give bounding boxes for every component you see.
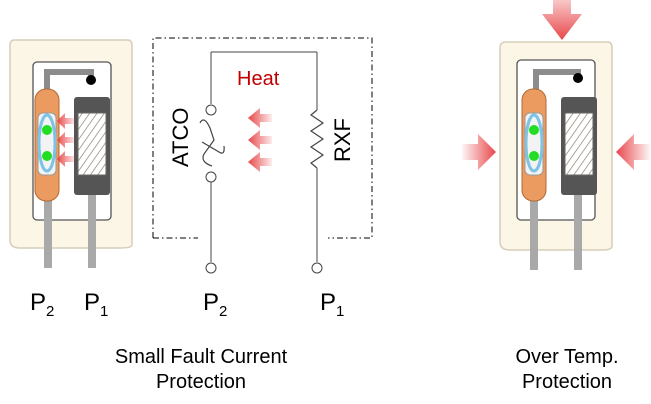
heat-arrow-icon xyxy=(248,130,272,150)
right-fuse-ring xyxy=(524,113,544,173)
left-contact-dot-top xyxy=(42,125,52,135)
heat-label: Heat xyxy=(237,68,280,90)
caption-small-fault-line2: Protection xyxy=(156,371,246,393)
atco-contact-top xyxy=(205,104,217,116)
left-heat-arrows xyxy=(57,113,75,167)
left-contact-dot-bottom xyxy=(42,151,52,161)
schematic: Heat ATCO RXF P2 P1 Small Fault Current … xyxy=(115,37,373,393)
terminal-p1 xyxy=(311,262,323,274)
right-contact-dot-bottom xyxy=(529,151,539,161)
caption-over-temp-line2: Protection xyxy=(522,371,612,393)
solder-dot-icon xyxy=(573,73,583,83)
heat-arrow-icon xyxy=(248,108,272,128)
left-pin-p1: P1 xyxy=(84,289,108,320)
heat-arrow-icon xyxy=(57,132,75,148)
right-lead-p1 xyxy=(574,190,582,270)
caption-over-temp-line1: Over Temp. xyxy=(516,346,619,368)
left-lead-p1 xyxy=(88,190,96,268)
left-lead-p2 xyxy=(44,200,52,268)
schematic-heat-arrows xyxy=(248,108,272,172)
terminal-p2 xyxy=(205,262,217,274)
left-device xyxy=(9,39,133,268)
schematic-pin-p2: P2 xyxy=(203,289,227,320)
solder-dot-icon xyxy=(86,75,96,85)
heat-arrow-icon xyxy=(57,151,75,167)
heat-arrow-icon xyxy=(248,152,272,172)
left-pin-labels: P2 P1 xyxy=(30,289,108,320)
left-fuse-ring xyxy=(37,113,57,173)
press-arrow-icon xyxy=(616,134,650,170)
atco-label: ATCO xyxy=(168,108,193,167)
atco-bimetal xyxy=(201,141,225,154)
left-pin-p2: P2 xyxy=(30,289,54,320)
heat-arrow-icon xyxy=(57,113,75,129)
atco-contact-bottom xyxy=(205,171,217,183)
rxf-resistor-symbol xyxy=(309,109,325,169)
left-resistor-coil xyxy=(77,112,107,176)
right-device: Over Temp. Protection xyxy=(462,0,650,393)
schematic-dashed-boundary xyxy=(152,37,373,239)
rxf-label: RXF xyxy=(330,118,355,162)
caption-small-fault-line1: Small Fault Current xyxy=(115,346,288,368)
right-lead-p2 xyxy=(530,200,538,270)
right-contact-dot-top xyxy=(529,125,539,135)
right-resistor-coil xyxy=(564,112,594,176)
press-arrow-icon xyxy=(462,134,496,170)
schematic-pin-p1: P1 xyxy=(320,289,344,320)
press-arrow-icon xyxy=(542,0,582,40)
atco-switch-symbol xyxy=(199,119,215,167)
